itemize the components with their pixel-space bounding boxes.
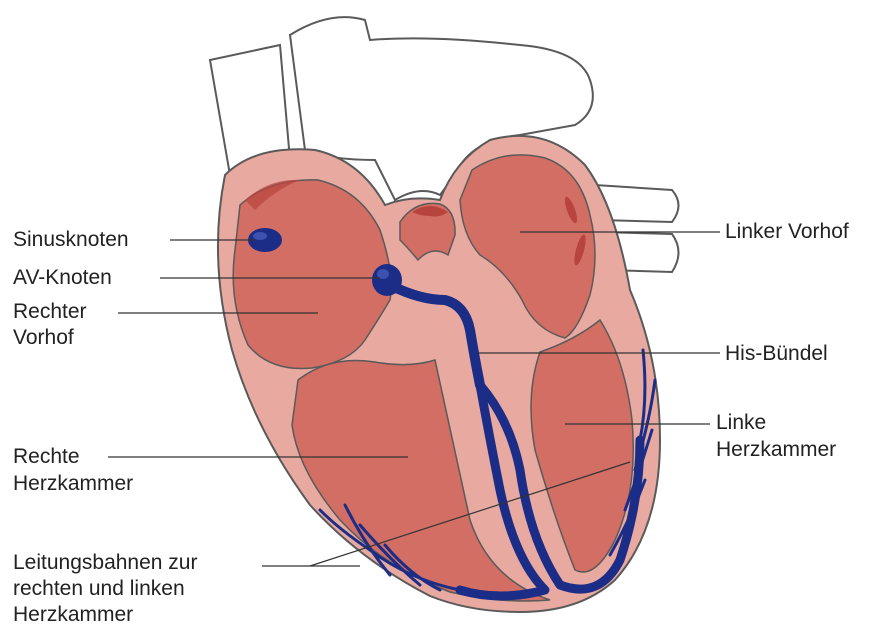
label-rechter-vorhof-line1: Rechter bbox=[13, 299, 87, 325]
label-rechte-herzkammer-line1: Rechte bbox=[13, 444, 80, 470]
label-rechte-herzkammer-line2: Herzkammer bbox=[13, 471, 133, 497]
label-av-knoten: AV-Knoten bbox=[13, 265, 112, 291]
label-linker-vorhof: Linker Vorhof bbox=[725, 219, 849, 245]
label-linke-herzkammer-line2: Herzkammer bbox=[716, 437, 836, 463]
label-linke-herzkammer-line1: Linke bbox=[716, 410, 766, 436]
label-leitungsbahnen-line2: rechten und linken bbox=[13, 576, 185, 602]
label-leitungsbahnen-line1: Leitungsbahnen zur bbox=[13, 550, 197, 576]
label-leitungsbahnen-line3: Herzkammer bbox=[13, 602, 133, 628]
av-node bbox=[372, 264, 402, 296]
label-his-buendel: His-Bündel bbox=[725, 341, 828, 367]
label-rechter-vorhof-line2: Vorhof bbox=[13, 325, 74, 351]
sinus-node-highlight bbox=[253, 232, 267, 240]
label-sinusknoten: Sinusknoten bbox=[13, 227, 129, 253]
